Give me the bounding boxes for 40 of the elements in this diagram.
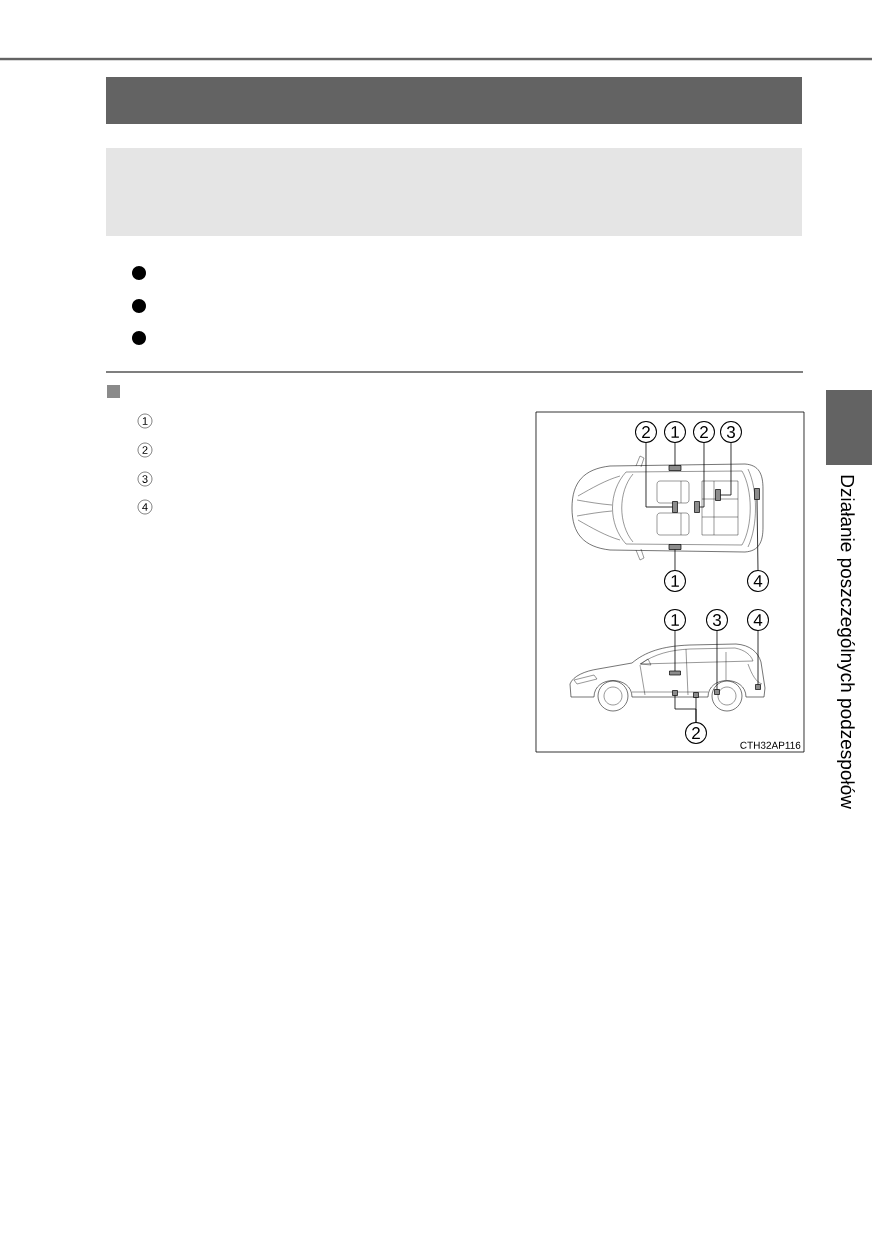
leader-line (757, 630, 759, 685)
part-marker (672, 501, 678, 513)
part-marker (755, 684, 761, 690)
part-marker (693, 692, 699, 698)
header-band (106, 77, 802, 124)
leader-line (674, 549, 676, 571)
leader-line (756, 499, 759, 571)
list-number: 2 (137, 442, 153, 458)
side-tab (826, 390, 872, 465)
leader-line (695, 697, 697, 723)
callout-number: 3 (720, 421, 742, 443)
part-marker (754, 488, 760, 500)
leader-line (716, 630, 718, 690)
part-marker (714, 689, 720, 695)
leader-line (674, 442, 676, 466)
part-marker (668, 544, 682, 550)
callout-number: 4 (747, 609, 769, 631)
callout-number: 1 (664, 609, 686, 631)
callout-number: 1 (664, 570, 686, 592)
part-marker (669, 670, 681, 676)
section-tab-text: Działanie poszczególnych podzespołów (837, 475, 855, 809)
figure-code: CTH32AP116 (740, 741, 801, 749)
list-number: 4 (137, 499, 153, 515)
shaded-band (106, 148, 802, 236)
callout-number: 2 (685, 722, 707, 744)
part-marker (715, 489, 721, 501)
part-marker (694, 501, 700, 513)
callout-number: 2 (635, 421, 657, 443)
leader-line (645, 442, 673, 508)
callout-number: 4 (747, 570, 769, 592)
part-marker (672, 690, 678, 696)
list-number: 1 (137, 413, 153, 429)
leader-line (674, 630, 676, 672)
leader-line (699, 442, 705, 508)
part-marker (668, 465, 682, 471)
callout-number: 1 (664, 421, 686, 443)
callout-number: 3 (706, 609, 728, 631)
list-number: 3 (137, 471, 153, 487)
callout-number: 2 (693, 421, 715, 443)
leader-line (720, 442, 732, 496)
